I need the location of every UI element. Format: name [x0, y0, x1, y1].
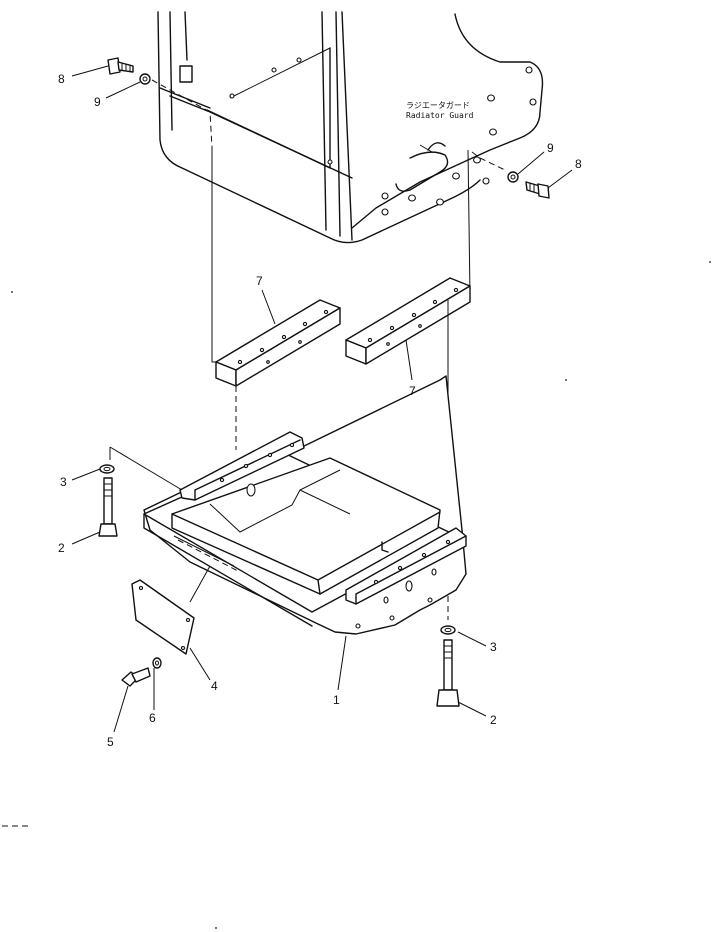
- stray-dot: [215, 927, 217, 929]
- bolt-8-right: [525, 181, 550, 199]
- radiator-guard-label-en: Radiator Guard: [406, 111, 474, 120]
- stray-dot: [709, 261, 711, 263]
- cover-plate-4: [131, 579, 195, 655]
- radiator-guard-housing: [151, 11, 544, 297]
- callout-7-right: 7: [409, 384, 416, 398]
- spacer-block-7-left: [215, 299, 341, 387]
- callout-3-right: 3: [490, 640, 497, 654]
- callout-8-left: 8: [58, 72, 65, 86]
- washer-3-left: [99, 464, 115, 474]
- leader-cover-4: [189, 565, 211, 603]
- spacer-block-7-right: [345, 277, 471, 365]
- leader-lines: [71, 65, 573, 733]
- stray-dot: [565, 379, 567, 381]
- callout-2-left: 2: [58, 541, 65, 555]
- callout-5: 5: [107, 735, 114, 749]
- base-frame-1: [143, 375, 467, 635]
- callout-9-right: 9: [547, 141, 554, 155]
- washer-3-right: [440, 625, 456, 635]
- stray-dot: [11, 291, 13, 293]
- callout-3-left: 3: [60, 475, 67, 489]
- bolt-2-right: [436, 639, 460, 707]
- bolt-5: [121, 667, 151, 687]
- callout-6: 6: [149, 711, 156, 725]
- callout-9-left: 9: [94, 95, 101, 109]
- bolt-2-left: [98, 477, 118, 537]
- washer-9-right: [507, 171, 519, 183]
- washer-9-left: [139, 73, 151, 85]
- guide-line-bolt-left: [109, 446, 183, 491]
- callout-4: 4: [211, 679, 218, 693]
- bolt-8-left: [107, 57, 134, 75]
- washer-6: [152, 657, 162, 669]
- guide-line-left: [211, 148, 216, 363]
- radiator-guard-label-jp: ラジエータガード: [406, 100, 470, 110]
- callout-1: 1: [333, 693, 340, 707]
- callout-7-left: 7: [256, 274, 263, 288]
- callout-2-right: 2: [490, 713, 497, 727]
- callout-8-right: 8: [575, 157, 582, 171]
